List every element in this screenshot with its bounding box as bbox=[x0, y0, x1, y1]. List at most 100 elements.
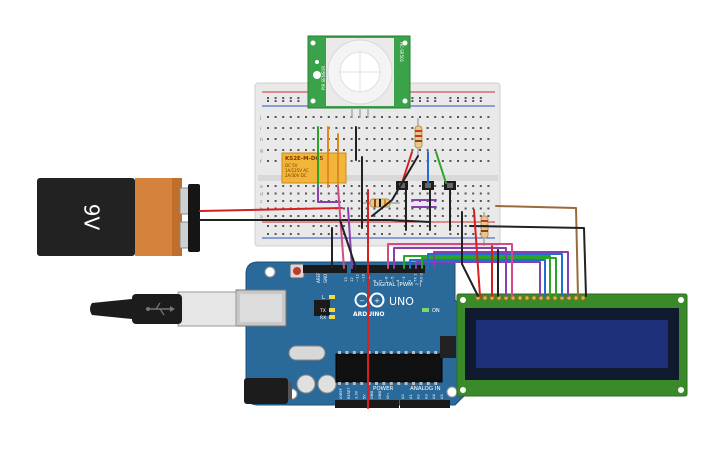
bb-hole bbox=[441, 160, 444, 162]
relay-module: KS2E-M-DC5 DC 5V 1A/125V AC 2A/30V DC bbox=[281, 152, 347, 184]
bb-hole bbox=[358, 160, 361, 162]
bb-hole bbox=[305, 185, 307, 187]
bb-hole bbox=[297, 215, 300, 217]
bb-hole bbox=[282, 215, 285, 217]
row-letter: d bbox=[260, 192, 263, 198]
bb-hole bbox=[320, 138, 323, 140]
l-led-label: L bbox=[322, 295, 325, 301]
rail-hole bbox=[282, 233, 285, 235]
bb-hole bbox=[320, 185, 323, 187]
bb-hole bbox=[381, 116, 383, 118]
rail-hole bbox=[449, 97, 452, 99]
bb-hole bbox=[312, 116, 315, 118]
digital-pin-label: 12 bbox=[349, 277, 354, 282]
pir-black-wire bbox=[371, 155, 419, 217]
bb-hole bbox=[426, 215, 429, 217]
rail-hole bbox=[479, 97, 482, 99]
bb-hole bbox=[411, 127, 414, 129]
chip-pin bbox=[345, 382, 349, 385]
bb-hole bbox=[464, 192, 467, 195]
bb-hole bbox=[350, 160, 353, 162]
rail-hole bbox=[457, 225, 459, 227]
rail-hole bbox=[297, 97, 300, 99]
rail-hole bbox=[434, 233, 437, 235]
relay-line3: 2A/30V DC bbox=[285, 173, 307, 178]
bb-hole bbox=[267, 116, 269, 118]
bb-hole bbox=[472, 207, 475, 210]
bb-hole bbox=[365, 160, 368, 162]
bb-hole bbox=[312, 149, 315, 151]
bb-hole bbox=[365, 215, 368, 217]
rail-hole bbox=[282, 225, 285, 227]
bb-hole bbox=[388, 160, 391, 162]
rail-hole bbox=[289, 233, 292, 235]
chip-pin bbox=[404, 351, 408, 354]
bb-hole bbox=[365, 192, 368, 195]
rail-hole bbox=[267, 97, 269, 99]
bb-hole bbox=[403, 192, 406, 195]
chip-pin bbox=[426, 382, 430, 385]
bb-hole bbox=[358, 149, 361, 151]
bb-hole bbox=[449, 127, 452, 129]
analog-pin-label: A2 bbox=[417, 394, 421, 399]
rail-hole bbox=[411, 233, 414, 235]
bb-hole bbox=[267, 149, 269, 151]
bb-hole bbox=[282, 127, 285, 129]
lcd-pin bbox=[524, 295, 530, 301]
rail-hole bbox=[267, 233, 269, 235]
bb-hole bbox=[434, 185, 437, 187]
bb-hole bbox=[419, 116, 421, 118]
bb-hole bbox=[381, 192, 383, 195]
power-pin-label: RESET bbox=[347, 387, 351, 399]
bb-hole bbox=[274, 200, 277, 202]
bb-hole bbox=[419, 160, 421, 162]
rail-hole bbox=[289, 100, 292, 102]
lcd-brown-wire bbox=[495, 205, 579, 297]
bb-hole bbox=[403, 207, 406, 210]
power-pin-label: 3.3V bbox=[355, 390, 359, 399]
bb-hole bbox=[289, 149, 292, 151]
bb-hole bbox=[403, 127, 406, 129]
bb-hole bbox=[396, 149, 399, 151]
rail-hole bbox=[388, 225, 391, 227]
bb-hole bbox=[358, 116, 361, 118]
chip-pin bbox=[397, 382, 401, 385]
bb-hole bbox=[388, 185, 391, 187]
bb-hole bbox=[411, 215, 414, 217]
rail-hole bbox=[282, 100, 285, 102]
bb-hole bbox=[434, 215, 437, 217]
analog-pin-label: A0 bbox=[401, 394, 405, 399]
row-letter: g bbox=[260, 149, 263, 154]
bb-hole bbox=[289, 192, 292, 195]
bb-hole bbox=[373, 138, 376, 140]
bb-hole bbox=[343, 138, 345, 140]
switches bbox=[396, 181, 456, 190]
usb-cable bbox=[90, 291, 237, 327]
bb-hole bbox=[373, 215, 376, 217]
bb-hole bbox=[335, 127, 338, 129]
bb-hole bbox=[487, 200, 490, 202]
bb-hole bbox=[441, 127, 444, 129]
bb-hole bbox=[479, 160, 482, 162]
rail-hole bbox=[457, 233, 459, 235]
chip-pin bbox=[419, 382, 423, 385]
bb-hole bbox=[365, 127, 368, 129]
bb-hole bbox=[411, 116, 414, 118]
bb-hole bbox=[464, 207, 467, 210]
bb-hole bbox=[282, 185, 285, 187]
digital-pin-label: ~10 bbox=[360, 273, 365, 282]
row-letter: j bbox=[259, 115, 261, 121]
digital-pin-label: TX 1 bbox=[413, 273, 418, 283]
rail-hole bbox=[434, 225, 437, 227]
digital-pin-label: ~5 bbox=[389, 276, 394, 282]
rail-hole bbox=[434, 100, 437, 102]
rail-hole bbox=[403, 225, 406, 227]
bb-hole bbox=[274, 185, 277, 187]
bb-hole bbox=[289, 215, 292, 217]
bb-hole bbox=[396, 127, 399, 129]
bb-hole bbox=[434, 192, 437, 195]
bb-hole bbox=[381, 215, 383, 217]
rail-hole bbox=[479, 100, 482, 102]
row-letter: e bbox=[260, 185, 263, 190]
lcd-pin bbox=[573, 295, 579, 301]
